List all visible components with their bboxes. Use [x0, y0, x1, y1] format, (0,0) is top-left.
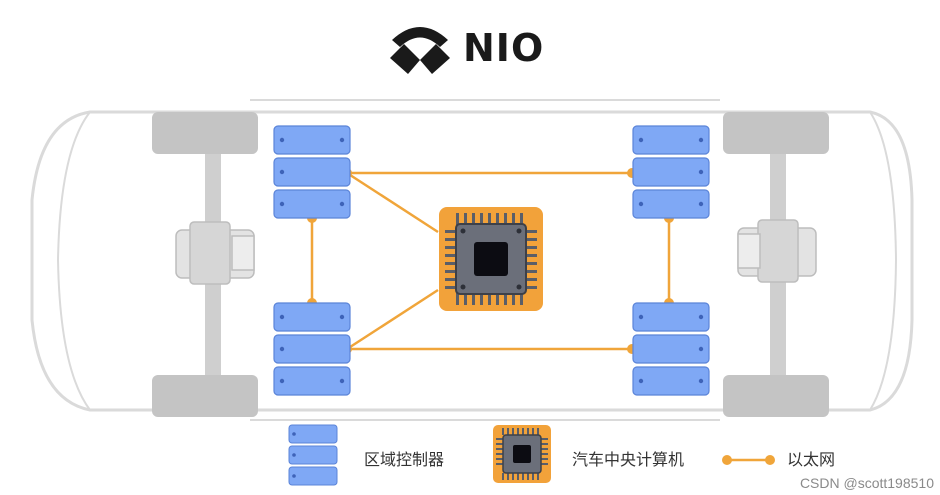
legend-zone-controller-icon [288, 424, 338, 486]
wheel-front-left [152, 112, 258, 154]
zone-controller-front-right [632, 125, 710, 219]
wheel-rear-left [723, 112, 829, 154]
central-computer-chip-icon [439, 207, 543, 311]
legend-label-zone-controller: 区域控制器 [364, 450, 445, 469]
motor-icon [737, 219, 817, 283]
zone-controller-front-left [273, 125, 351, 219]
wheel-rear-right [723, 375, 829, 417]
ethernet-links [310, 171, 671, 351]
watermark: CSDN @scott198510 [799, 475, 934, 491]
motor-icon [175, 221, 255, 285]
legend-chip-icon [493, 425, 551, 483]
nio-logo-icon [390, 27, 450, 74]
zone-controller-rear-left [273, 302, 351, 396]
zone-controller-rear-right [632, 302, 710, 396]
wheel-front-right [152, 375, 258, 417]
car-body-outline [30, 99, 914, 421]
legend-label-central-computer: 汽车中央计算机 [572, 450, 685, 469]
brand-name: NIO [463, 26, 545, 70]
legend-label-ethernet: 以太网 [787, 450, 836, 469]
legend-ethernet-icon [722, 455, 775, 465]
